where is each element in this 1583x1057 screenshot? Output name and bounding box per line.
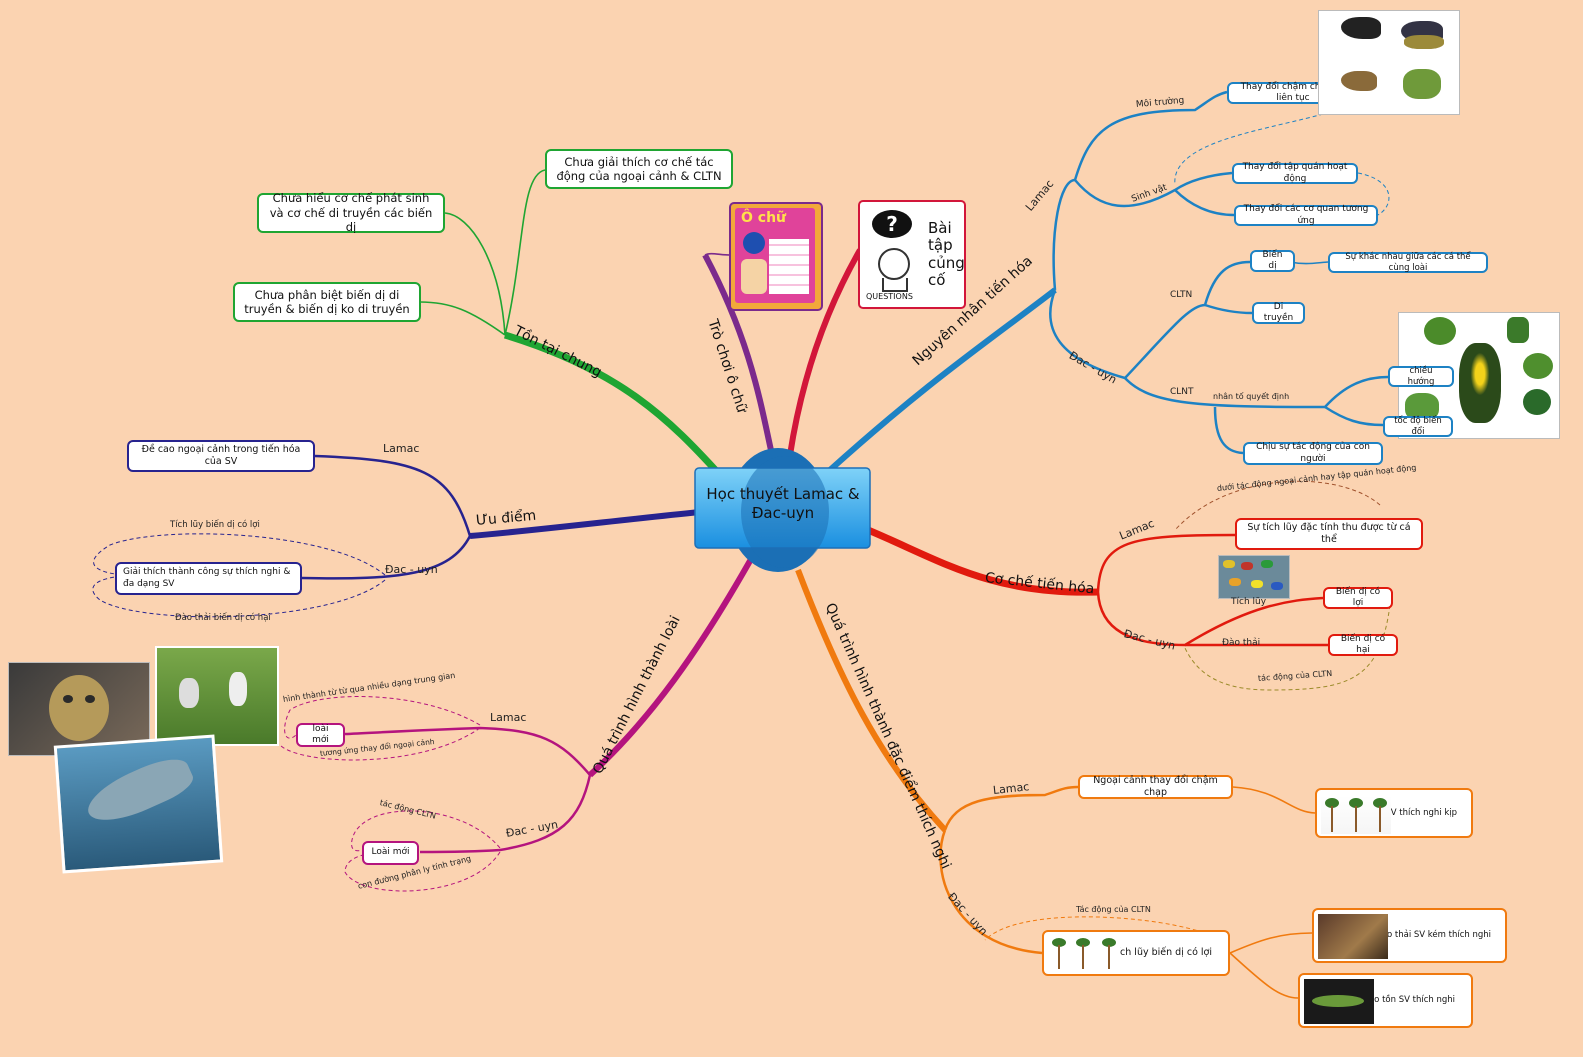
label-ud-dacuyn: Đac - uyn [385, 563, 438, 576]
label-nhan-to: nhân tố quyết định [1213, 392, 1290, 401]
label-ud-tich-luy: Tích lũy biến dị có lợi [170, 520, 260, 530]
branch-line-tro-choi [702, 253, 775, 456]
node-dao-thai-sv[interactable]: Đào thải SV kém thích nghi [1312, 908, 1507, 963]
sv-thich-nghi-kip-label: SV thích nghi kịp [1385, 807, 1457, 818]
node-chiu-su-tac-dong[interactable]: Chịu sự tác động của con người [1243, 442, 1383, 465]
node-loai-moi-2[interactable]: Loài mới [362, 841, 419, 865]
label-clnt: CLNT [1170, 387, 1194, 397]
node-loai-moi-1[interactable]: loài mới [296, 723, 345, 747]
branch-line-ton-tai [503, 331, 723, 478]
moths-image[interactable] [1218, 555, 1290, 599]
branch-line-nguyen-nhan [827, 287, 1057, 473]
label-ud-lamac: Lamac [383, 442, 420, 455]
node-chieu-huong[interactable]: chiều hướng [1388, 366, 1454, 387]
node-chua-hieu[interactable]: Chưa hiểu cơ chế phát sinh và cơ chế di … [257, 191, 445, 234]
birds-image[interactable] [1318, 10, 1460, 115]
label-ud-dao-thai: Đào thải biến dị có hại [175, 613, 271, 623]
node-chua-giai-thich[interactable]: Chưa giải thích cơ chế tác động của ngoạ… [545, 149, 733, 189]
node-bien-di-co-hai[interactable]: Biến dị có hại [1328, 634, 1398, 656]
question-mark-icon: ? [872, 210, 912, 238]
node-toc-do[interactable]: tốc độ biến đổi [1383, 416, 1453, 437]
node-sv-thich-nghi-kip[interactable]: SV thích nghi kịp [1315, 788, 1473, 838]
node-di-truyen[interactable]: Di truyền [1252, 302, 1305, 324]
node-tich-luy-bien-di[interactable]: Tích lũy biến dị có lợi [1042, 930, 1230, 976]
node-bien-di[interactable]: Biến dị [1250, 250, 1295, 272]
node-bien-di-co-loi[interactable]: Biến dị có lợi [1323, 587, 1393, 609]
node-thay-doi-co-quan[interactable]: Thay đổi các cơ quan tương ứng [1234, 204, 1378, 226]
questions-image[interactable]: ? QUESTIONS Bài tập củng cố [858, 200, 966, 309]
node-chua-phan-biet[interactable]: Chưa phân biệt biến dị di truyền & biến … [233, 282, 421, 322]
branch-line-bai-tap [787, 248, 863, 456]
cranes-image[interactable] [155, 646, 279, 746]
branch-line-loai [587, 550, 758, 778]
questions-caption: QUESTIONS [866, 292, 913, 301]
crossword-title: Ô chữ [741, 210, 787, 226]
crossword-image[interactable]: Ô chữ [729, 202, 823, 311]
node-ngoai-canh[interactable]: Ngoại cảnh thay đổi chậm chạp [1078, 775, 1233, 799]
branch-line-uu-diem [469, 509, 701, 539]
node-bao-ton-sv[interactable]: Bảo tồn SV thích nghi [1298, 973, 1473, 1028]
branch-line-co-che [866, 526, 1099, 596]
central-topic[interactable]: Học thuyết Lamac & Đac-uyn [706, 485, 860, 522]
label-loai-lamac: Lamac [490, 711, 527, 724]
node-thay-doi-tap-quan[interactable]: Thay đổi tập quán hoạt động [1232, 162, 1358, 184]
label-dd-tac-dong-cltn: Tác động của CLTN [1076, 905, 1151, 914]
label-cltn: CLTN [1170, 290, 1193, 300]
branch-line-dac-diem [795, 568, 948, 833]
node-giai-thich[interactable]: Giải thích thành công sự thích nghi & đa… [115, 562, 302, 595]
tich-luy-label: Tích lũy biến dị có lợi [1111, 947, 1212, 959]
bai-tap-cung-co: Bài tập củng cố [928, 219, 965, 289]
node-su-khac-nhau[interactable]: Sự khác nhau giữa các cá thể cùng loài [1328, 252, 1488, 273]
bao-ton-sv-label: Bảo tồn SV thích nghi [1363, 995, 1455, 1006]
label-tich-luy: Tích lũy [1231, 597, 1267, 607]
node-su-tich-luy[interactable]: Sự tích lũy đặc tính thu được từ cá thể [1235, 518, 1423, 550]
node-de-cao[interactable]: Đề cao ngoại cảnh trong tiến hóa của SV [127, 440, 315, 472]
label-dao-thai: Đào thải [1222, 638, 1261, 648]
dao-thai-sv-label: Đào thải SV kém thích nghi [1375, 930, 1491, 941]
whale-image[interactable] [53, 734, 224, 874]
